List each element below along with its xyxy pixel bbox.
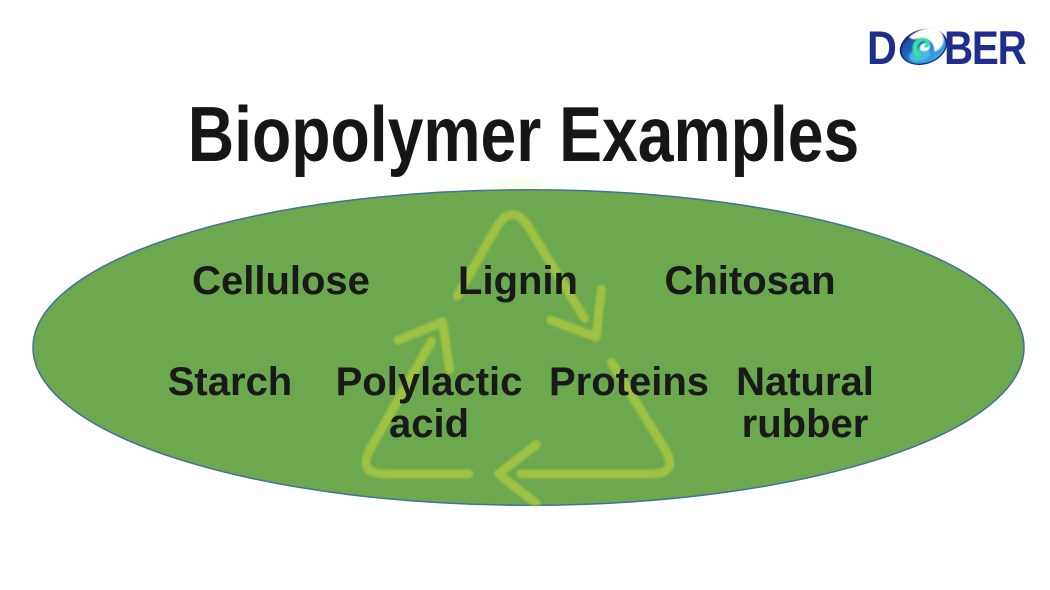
page-title: Biopolymer Examples: [0, 89, 1048, 180]
label-text: Chitosan: [664, 259, 836, 303]
page-title-text: Biopolymer Examples: [187, 90, 859, 178]
label-cellulose: Cellulose: [192, 260, 370, 302]
label-text: rubber: [741, 402, 869, 446]
label-text: Cellulose: [192, 259, 370, 303]
label-text: Proteins: [548, 360, 710, 404]
label-text: Lignin: [458, 259, 578, 303]
label-text: Natural: [736, 360, 874, 404]
logo-letter-d: D: [867, 21, 897, 74]
label-chitosan: Chitosan: [664, 260, 835, 302]
label-lignin: Lignin: [458, 260, 578, 302]
recycle-arrows-icon: [361, 179, 675, 509]
label-text: Polylactic: [335, 360, 523, 404]
label-text: Starch: [167, 360, 293, 404]
green-ellipse: [32, 188, 1025, 507]
logo-letters-ber: BER: [944, 21, 1027, 74]
label-text: acid: [388, 402, 470, 446]
faint-arc-above-ellipse: [485, 179, 552, 197]
dober-logo: D: [0, 0, 1050, 90]
swirl-o-icon: [899, 27, 948, 65]
label-proteins: Proteins: [549, 361, 709, 403]
label-starch: Starch: [168, 361, 293, 403]
